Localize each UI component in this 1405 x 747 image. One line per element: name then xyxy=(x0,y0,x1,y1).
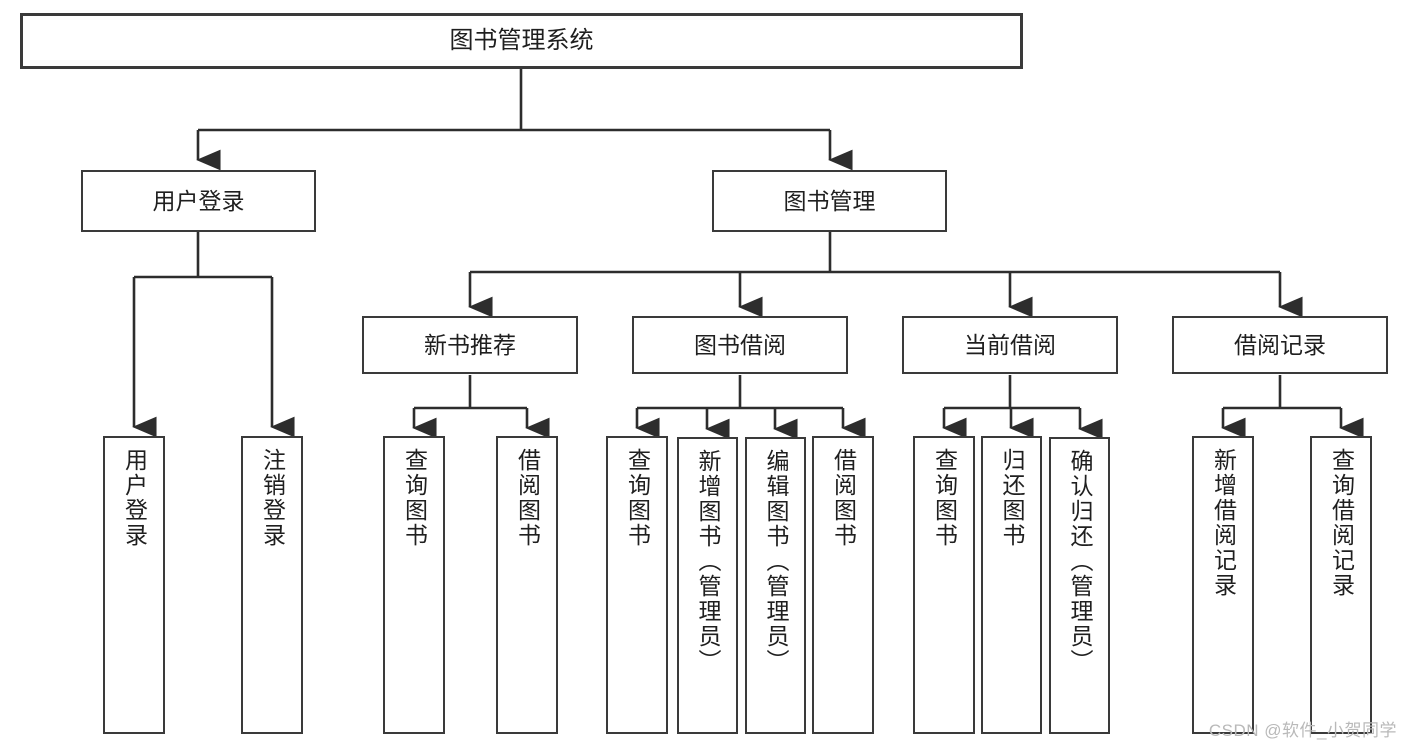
node-label: 新增图书（管理员） xyxy=(695,449,721,674)
node-label: 归还图书 xyxy=(999,448,1025,548)
node-label: 查询图书 xyxy=(624,448,651,548)
node-label: 当前借阅 xyxy=(964,331,1056,358)
node-leaf-add-book-admin[interactable]: 新增图书（管理员） xyxy=(677,437,738,734)
node-label: 新书推荐 xyxy=(424,331,516,358)
node-leaf-query-book-3[interactable]: 查询图书 xyxy=(913,436,975,734)
node-label: 借阅记录 xyxy=(1234,331,1326,358)
node-leaf-logout-login[interactable]: 注销登录 xyxy=(241,436,303,734)
node-label: 用户登录 xyxy=(152,187,245,214)
node-label: 注销登录 xyxy=(259,448,286,548)
node-leaf-query-book-2[interactable]: 查询图书 xyxy=(606,436,668,734)
node-current-borrow[interactable]: 当前借阅 xyxy=(902,316,1118,374)
node-label: 确认归还（管理员） xyxy=(1067,449,1093,674)
node-book-borrow[interactable]: 图书借阅 xyxy=(632,316,848,374)
node-book-manage[interactable]: 图书管理 xyxy=(712,170,947,232)
node-borrow-record[interactable]: 借阅记录 xyxy=(1172,316,1388,374)
node-label: 编辑图书（管理员） xyxy=(763,449,789,674)
node-leaf-edit-book-admin[interactable]: 编辑图书（管理员） xyxy=(745,437,806,734)
node-leaf-borrow-book-1[interactable]: 借阅图书 xyxy=(496,436,558,734)
node-label: 用户登录 xyxy=(121,448,148,548)
node-label: 查询图书 xyxy=(401,448,428,548)
node-user-login[interactable]: 用户登录 xyxy=(81,170,316,232)
node-leaf-borrow-book-2[interactable]: 借阅图书 xyxy=(812,436,874,734)
node-leaf-return-book[interactable]: 归还图书 xyxy=(981,436,1042,734)
node-label: 查询图书 xyxy=(931,448,958,548)
node-leaf-query-book-1[interactable]: 查询图书 xyxy=(383,436,445,734)
node-new-book-recommend[interactable]: 新书推荐 xyxy=(362,316,578,374)
node-label: 借阅图书 xyxy=(830,448,857,548)
node-label: 图书管理 xyxy=(783,187,876,214)
node-label: 查询借阅记录 xyxy=(1328,448,1355,598)
node-leaf-user-login[interactable]: 用户登录 xyxy=(103,436,165,734)
node-label: 图书借阅 xyxy=(694,331,786,358)
node-leaf-query-borrow-record[interactable]: 查询借阅记录 xyxy=(1310,436,1372,734)
node-leaf-confirm-return-admin[interactable]: 确认归还（管理员） xyxy=(1049,437,1110,734)
node-leaf-add-borrow-record[interactable]: 新增借阅记录 xyxy=(1192,436,1254,734)
node-label: 图书管理系统 xyxy=(449,27,594,55)
node-label: 新增借阅记录 xyxy=(1210,448,1237,598)
csdn-watermark: CSDN @软件_小贺同学 xyxy=(1208,721,1397,740)
node-root-system[interactable]: 图书管理系统 xyxy=(20,13,1023,69)
node-label: 借阅图书 xyxy=(514,448,541,548)
